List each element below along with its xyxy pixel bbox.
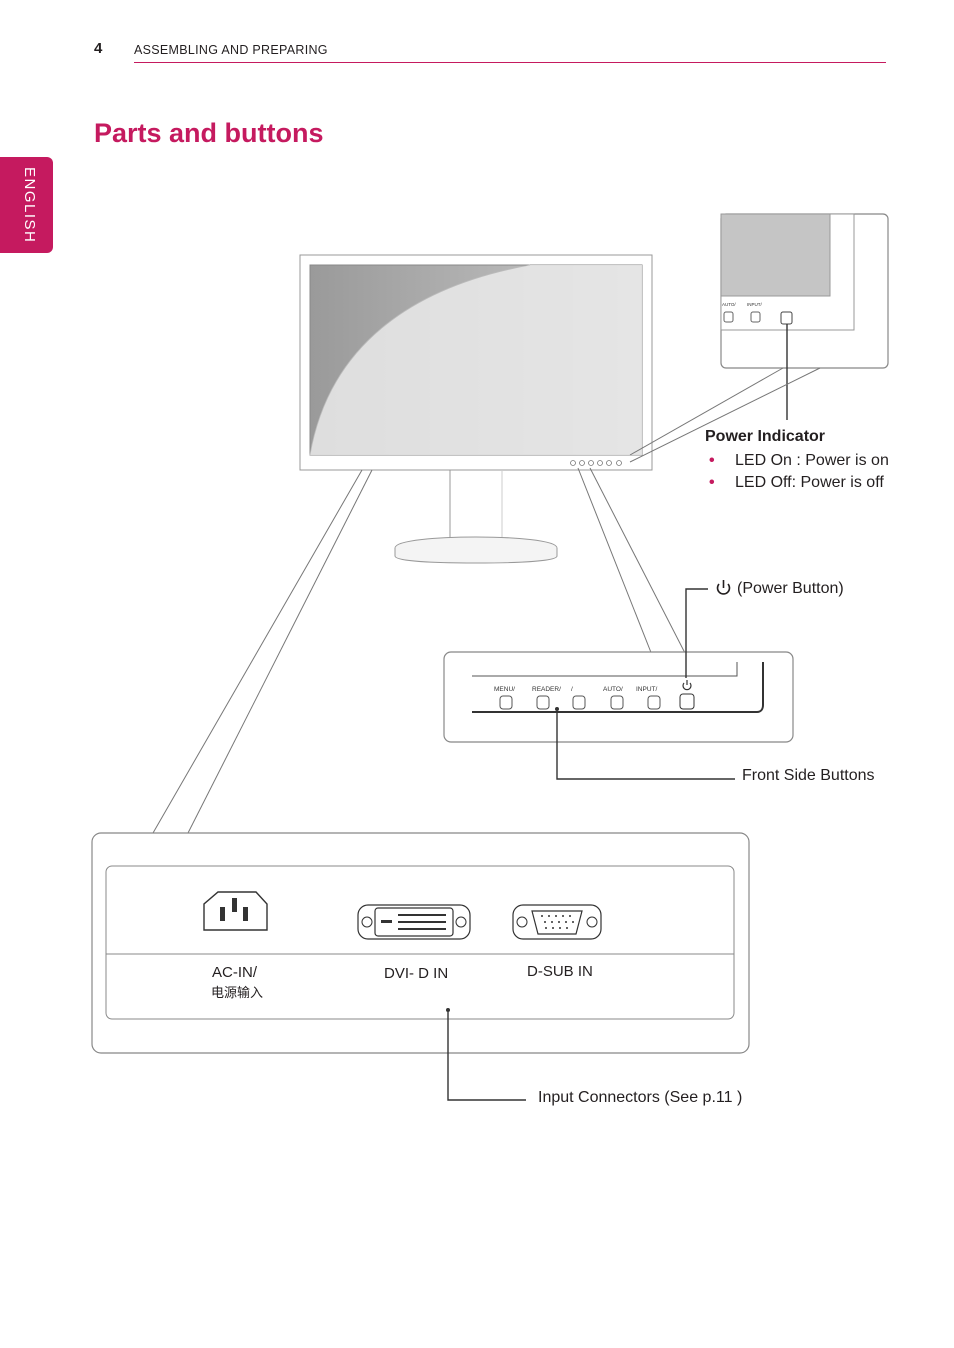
power-button-label: (Power Button) [737,580,844,597]
monitor-front [299,254,653,564]
button-label-menu: MENU/ [494,686,515,693]
button-label-reader: READER/ [532,686,561,693]
front-side-buttons-label: Front Side Buttons [742,767,875,784]
button-label-input: INPUT/ [636,686,658,693]
page-number: 4 [94,40,103,57]
power-indicator-detail [720,213,889,420]
section-label: ASSEMBLING AND PREPARING [134,43,328,57]
dsub-label: D-SUB IN [527,963,593,980]
button-label-auto-small: AUTO/ [722,302,736,307]
dsub-port [512,904,602,940]
dvi-label: DVI- D IN [384,965,449,982]
input-connector-panel [91,832,750,1054]
button-label-auto: AUTO/ [603,686,623,693]
ac-in-label: AC-IN/ [212,964,257,981]
ac-in-port [203,891,268,931]
button-label-input-small: INPUT/ [747,302,762,307]
power-icon [716,580,731,595]
bullet-icon: • [709,452,715,469]
power-indicator-list: •LED On : Power is on •LED Off: Power is… [707,450,889,494]
ac-in-cn-label: 电源输入 [211,985,264,1000]
language-tab: ENGLISH [0,157,53,253]
page-title: Parts and buttons [94,118,324,148]
power-indicator-title: Power Indicator [705,428,826,445]
list-item: •LED On : Power is on [707,450,889,472]
input-connectors-label: Input Connectors (See p.11 ) [538,1089,743,1106]
front-buttons-detail [443,651,794,743]
button-label-ecolight: / [571,686,573,693]
dvi-port [357,904,471,940]
list-item: •LED Off: Power is off [707,472,889,494]
bullet-icon: • [709,474,715,491]
header-rule [134,62,886,63]
